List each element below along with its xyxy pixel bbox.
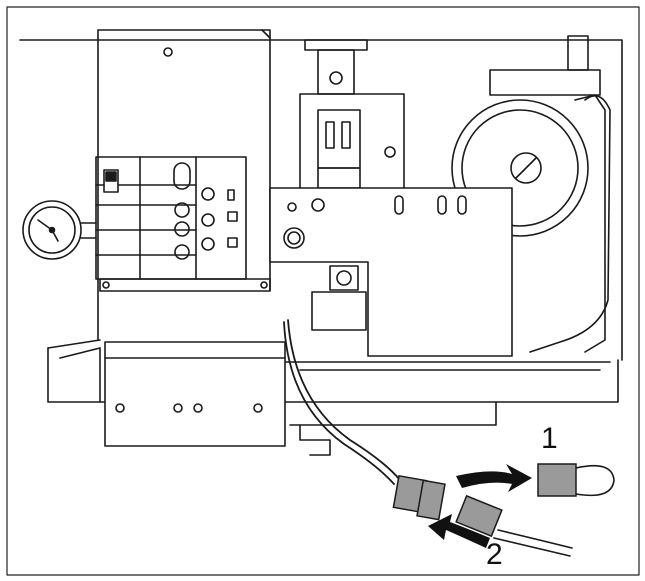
pressure-gauge <box>22 200 97 260</box>
callout-label-1: 1 <box>541 422 558 455</box>
arrow-2 <box>428 514 490 548</box>
plug-1 <box>537 463 577 497</box>
plug-2 <box>455 494 503 538</box>
front-mounting-plate <box>104 341 286 447</box>
sensor-cable <box>283 319 401 485</box>
gas-valve <box>299 39 405 191</box>
control-panel <box>95 47 271 292</box>
base-tray <box>47 339 619 456</box>
circulation-pump <box>451 35 611 353</box>
plug-2-cable <box>493 529 573 557</box>
arrow-1 <box>456 464 532 492</box>
callout-label-2: 2 <box>486 538 503 571</box>
mounting-bracket <box>269 187 513 357</box>
figure-frame <box>6 6 640 576</box>
cable-connector <box>392 474 446 521</box>
plug-1-loop <box>575 464 615 497</box>
